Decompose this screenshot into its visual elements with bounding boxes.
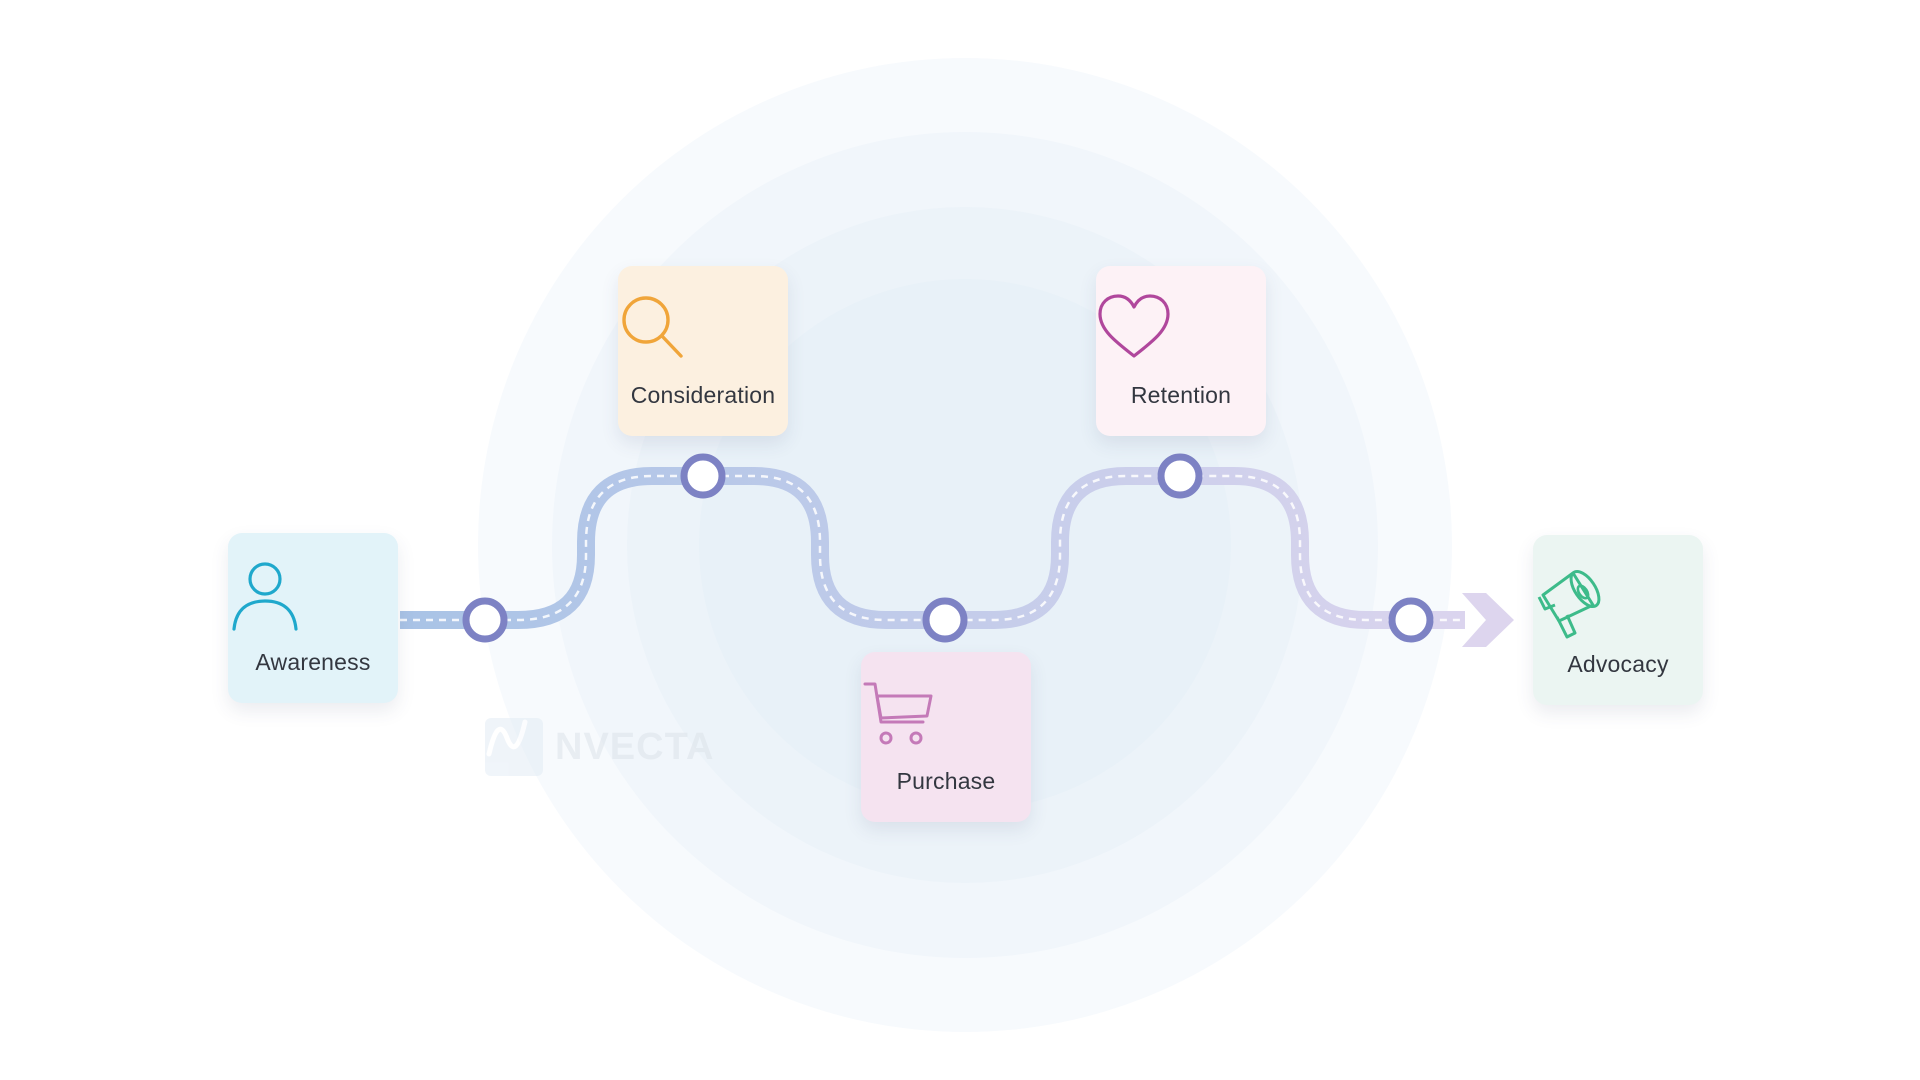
watermark-logo-icon bbox=[485, 718, 543, 776]
megaphone-icon bbox=[1533, 561, 1703, 641]
journey-node bbox=[1157, 453, 1203, 499]
journey-path-dash bbox=[400, 474, 1465, 622]
heart-icon bbox=[1096, 292, 1266, 372]
stage-card-advocacy: Advocacy bbox=[1533, 535, 1703, 705]
stage-label: Retention bbox=[1130, 382, 1232, 408]
stage-label: Advocacy bbox=[1567, 651, 1669, 677]
stage-card-retention: Retention bbox=[1096, 266, 1266, 436]
journey-node bbox=[1388, 597, 1434, 643]
journey-node bbox=[462, 597, 508, 643]
person-icon bbox=[228, 559, 398, 639]
stage-card-awareness: Awareness bbox=[228, 533, 398, 703]
path-arrow-head bbox=[1462, 593, 1514, 647]
stage-label: Consideration bbox=[630, 382, 776, 408]
journey-node bbox=[922, 597, 968, 643]
magnifier-icon bbox=[618, 292, 788, 372]
shopping-cart-icon bbox=[861, 678, 1031, 758]
stage-label: Purchase bbox=[896, 768, 996, 794]
watermark: NVECTA bbox=[485, 718, 714, 776]
journey-nodes bbox=[462, 453, 1434, 643]
stage-label: Awareness bbox=[255, 649, 371, 675]
watermark-text: NVECTA bbox=[555, 725, 715, 768]
stage-card-consideration: Consideration bbox=[618, 266, 788, 436]
journey-node bbox=[680, 453, 726, 499]
stage-card-purchase: Purchase bbox=[861, 652, 1031, 822]
